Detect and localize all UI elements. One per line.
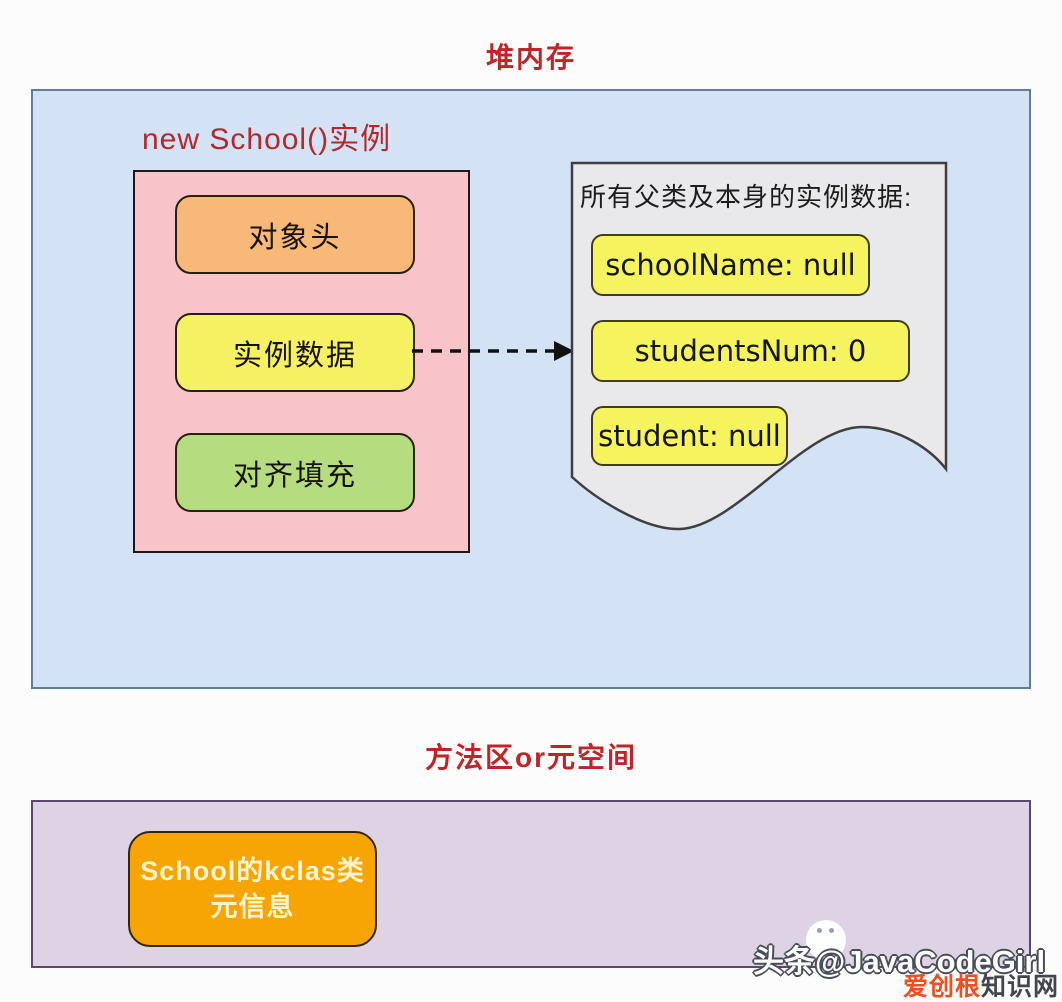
klass-meta-line2: 元信息 [210, 892, 295, 922]
watermark-author: 头条@JavaCodeGirl [753, 944, 1046, 979]
alignment-padding-box: 对齐填充 [175, 433, 415, 512]
dashed-arrow [412, 341, 574, 361]
object-header-box: 对象头 [175, 195, 415, 274]
object-layout-box: 对象头 实例数据 对齐填充 [133, 170, 470, 553]
klass-meta-line1: School的kclas类 [140, 855, 365, 886]
doc-title: 所有父类及本身的实例数据: [580, 182, 913, 212]
field-studentsnum: studentsNum: 0 [591, 320, 910, 382]
heap-instance-label: new School()实例 [142, 123, 392, 156]
klass-meta-box: School的kclas类 元信息 [128, 831, 377, 947]
method-area-title: 方法区or元空间 [424, 742, 637, 773]
watermark-site-rest: 知识网 [981, 973, 1060, 1001]
field-student: student: null [591, 406, 788, 466]
watermark-site-highlight: 爱创根 [903, 973, 982, 1001]
watermark-site: 爱创根知识网 [903, 967, 1059, 1002]
field-schoolname: schoolName: null [591, 234, 870, 296]
watermark-logo-icon [806, 920, 846, 960]
instance-data-box: 实例数据 [175, 313, 415, 392]
heap-title: 堆内存 [485, 42, 576, 73]
